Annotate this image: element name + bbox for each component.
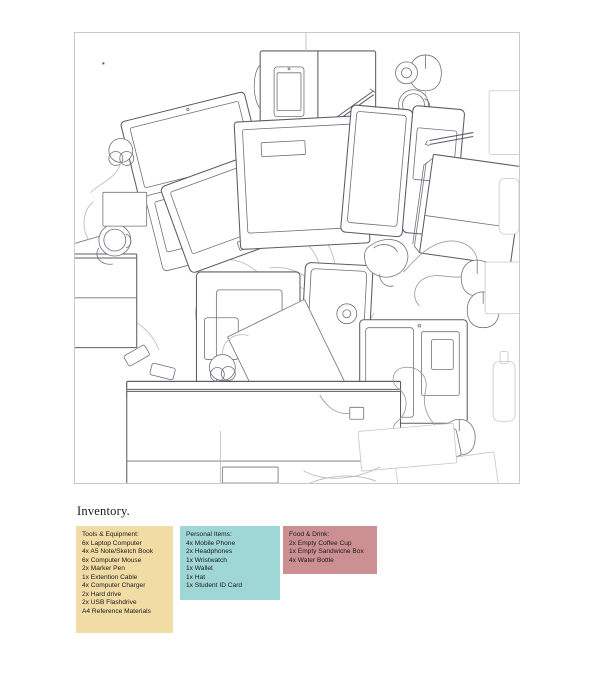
laptop-bottom-left-main [126,380,402,483]
cables-bottom [219,430,381,483]
hard-drive-left [75,253,138,349]
mobile-phone-on-notebook [273,66,305,118]
legend-entry: 4x Water Bottle [289,556,334,564]
desk-line-drawing-svg: .ln { fill:none; stroke:#70707a; stroke-… [75,33,519,483]
legend-heading: Personal Items: [186,531,232,538]
legend-entry: 1x Extention Cable [82,573,138,581]
desk-workspace-illustration: .ln { fill:none; stroke:#70707a; stroke-… [74,32,520,484]
legend-entry: 2x USB Flashdrive [82,599,137,607]
legend-entry: 2x Marker Pen [82,565,125,573]
legend-entry: 4x Mobile Phone [186,539,236,547]
headphones-bottom-left [208,334,249,382]
legend-entry: 6x Computer Mouse [82,556,142,564]
marker-pen-2 [424,132,474,146]
hat-middle-right [364,239,409,287]
legend-entry: 1x Wristwatch [186,556,227,564]
computer-charger-bottom [319,394,365,420]
legend-entry: 2x Hard drive [82,590,122,598]
legend-entry: 1x Student ID Card [186,582,243,590]
legend-entry: 1x Hat [186,573,206,581]
earbuds-top-left [90,138,135,193]
paper-bottom-right-2 [357,422,458,472]
laptop-center-large [233,115,371,250]
legend-group-personal-items: Personal Items: 4x Mobile Phone 2x Headp… [180,526,280,600]
legend-entry: A4 Reference Materials [82,607,151,615]
usb-flashdrive-bottom-left-2 [149,362,176,381]
laptop-center-right [340,104,414,238]
water-bottle-right-2 [498,177,519,235]
marker-pen-1 [331,90,374,122]
usb-flashdrive-bottom-left-1 [123,344,150,367]
sandwich-box-left [83,191,148,241]
legend-entry: 1x Wallet [186,565,213,573]
coffee-cup-top-right-1 [395,61,418,85]
legend-entry: 4x A5 Note/Sketch Book [82,548,154,556]
coffee-cup-right-lower [336,303,358,325]
page-title: Inventory. [77,504,130,518]
legend-group-tools-equipment: Tools & Equipment: 6x Laptop Computer 4x… [76,526,173,633]
legend-group-food-drink: Food & Drink: 2x Empty Coffee Cup 1x Emp… [283,526,377,574]
water-bottle-right-1 [492,351,516,422]
device-right-edge-faint [484,90,519,315]
legend-entry: 1x Empty Sandwiche Box [289,548,364,556]
legend-entry: 2x Empty Coffee Cup [289,539,352,547]
legend-entry: 2x Headphones [186,548,233,556]
legend-heading: Food & Drink: [289,531,330,538]
legend-entry: 6x Laptop Computer [82,539,142,547]
legend-entry: 4x Computer Charger [82,582,146,590]
legend-heading: Tools & Equipment: [82,531,139,538]
coffee-cup-left-middle [96,223,132,265]
